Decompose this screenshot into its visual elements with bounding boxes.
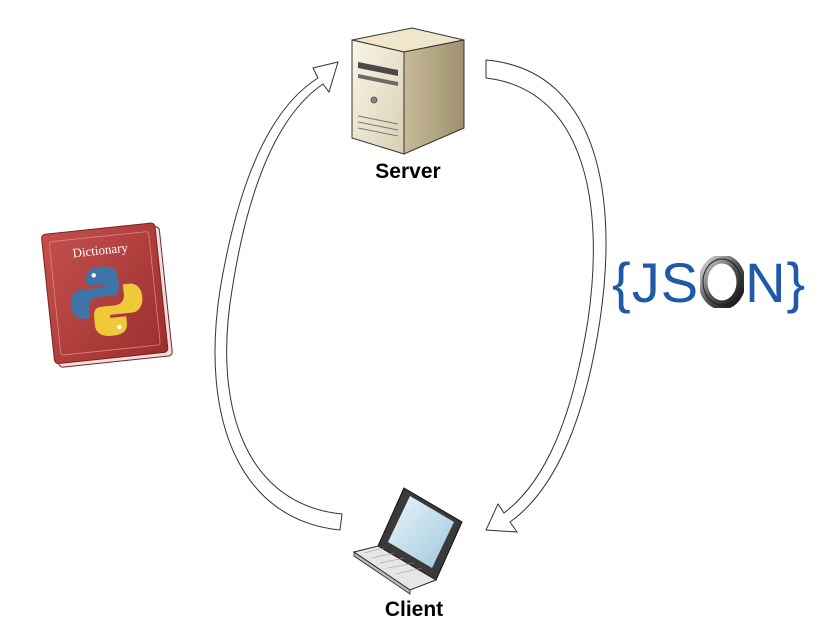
dictionary-book-icon: Dictionary [41, 222, 173, 368]
json-logo-icon: {JS N} [612, 246, 806, 318]
dictionary-title: Dictionary [72, 240, 129, 261]
json-ring-icon [700, 256, 745, 308]
client-label: Client [384, 598, 444, 621]
json-text-before: {JS [612, 250, 700, 314]
laptop-icon [352, 487, 463, 595]
curved-arrow-icon [214, 61, 343, 531]
curved-arrow-icon [485, 59, 607, 533]
server-icon [351, 27, 465, 155]
json-text-after: N} [745, 250, 807, 314]
python-logo-icon [70, 266, 143, 336]
server-label: Server [375, 160, 441, 183]
